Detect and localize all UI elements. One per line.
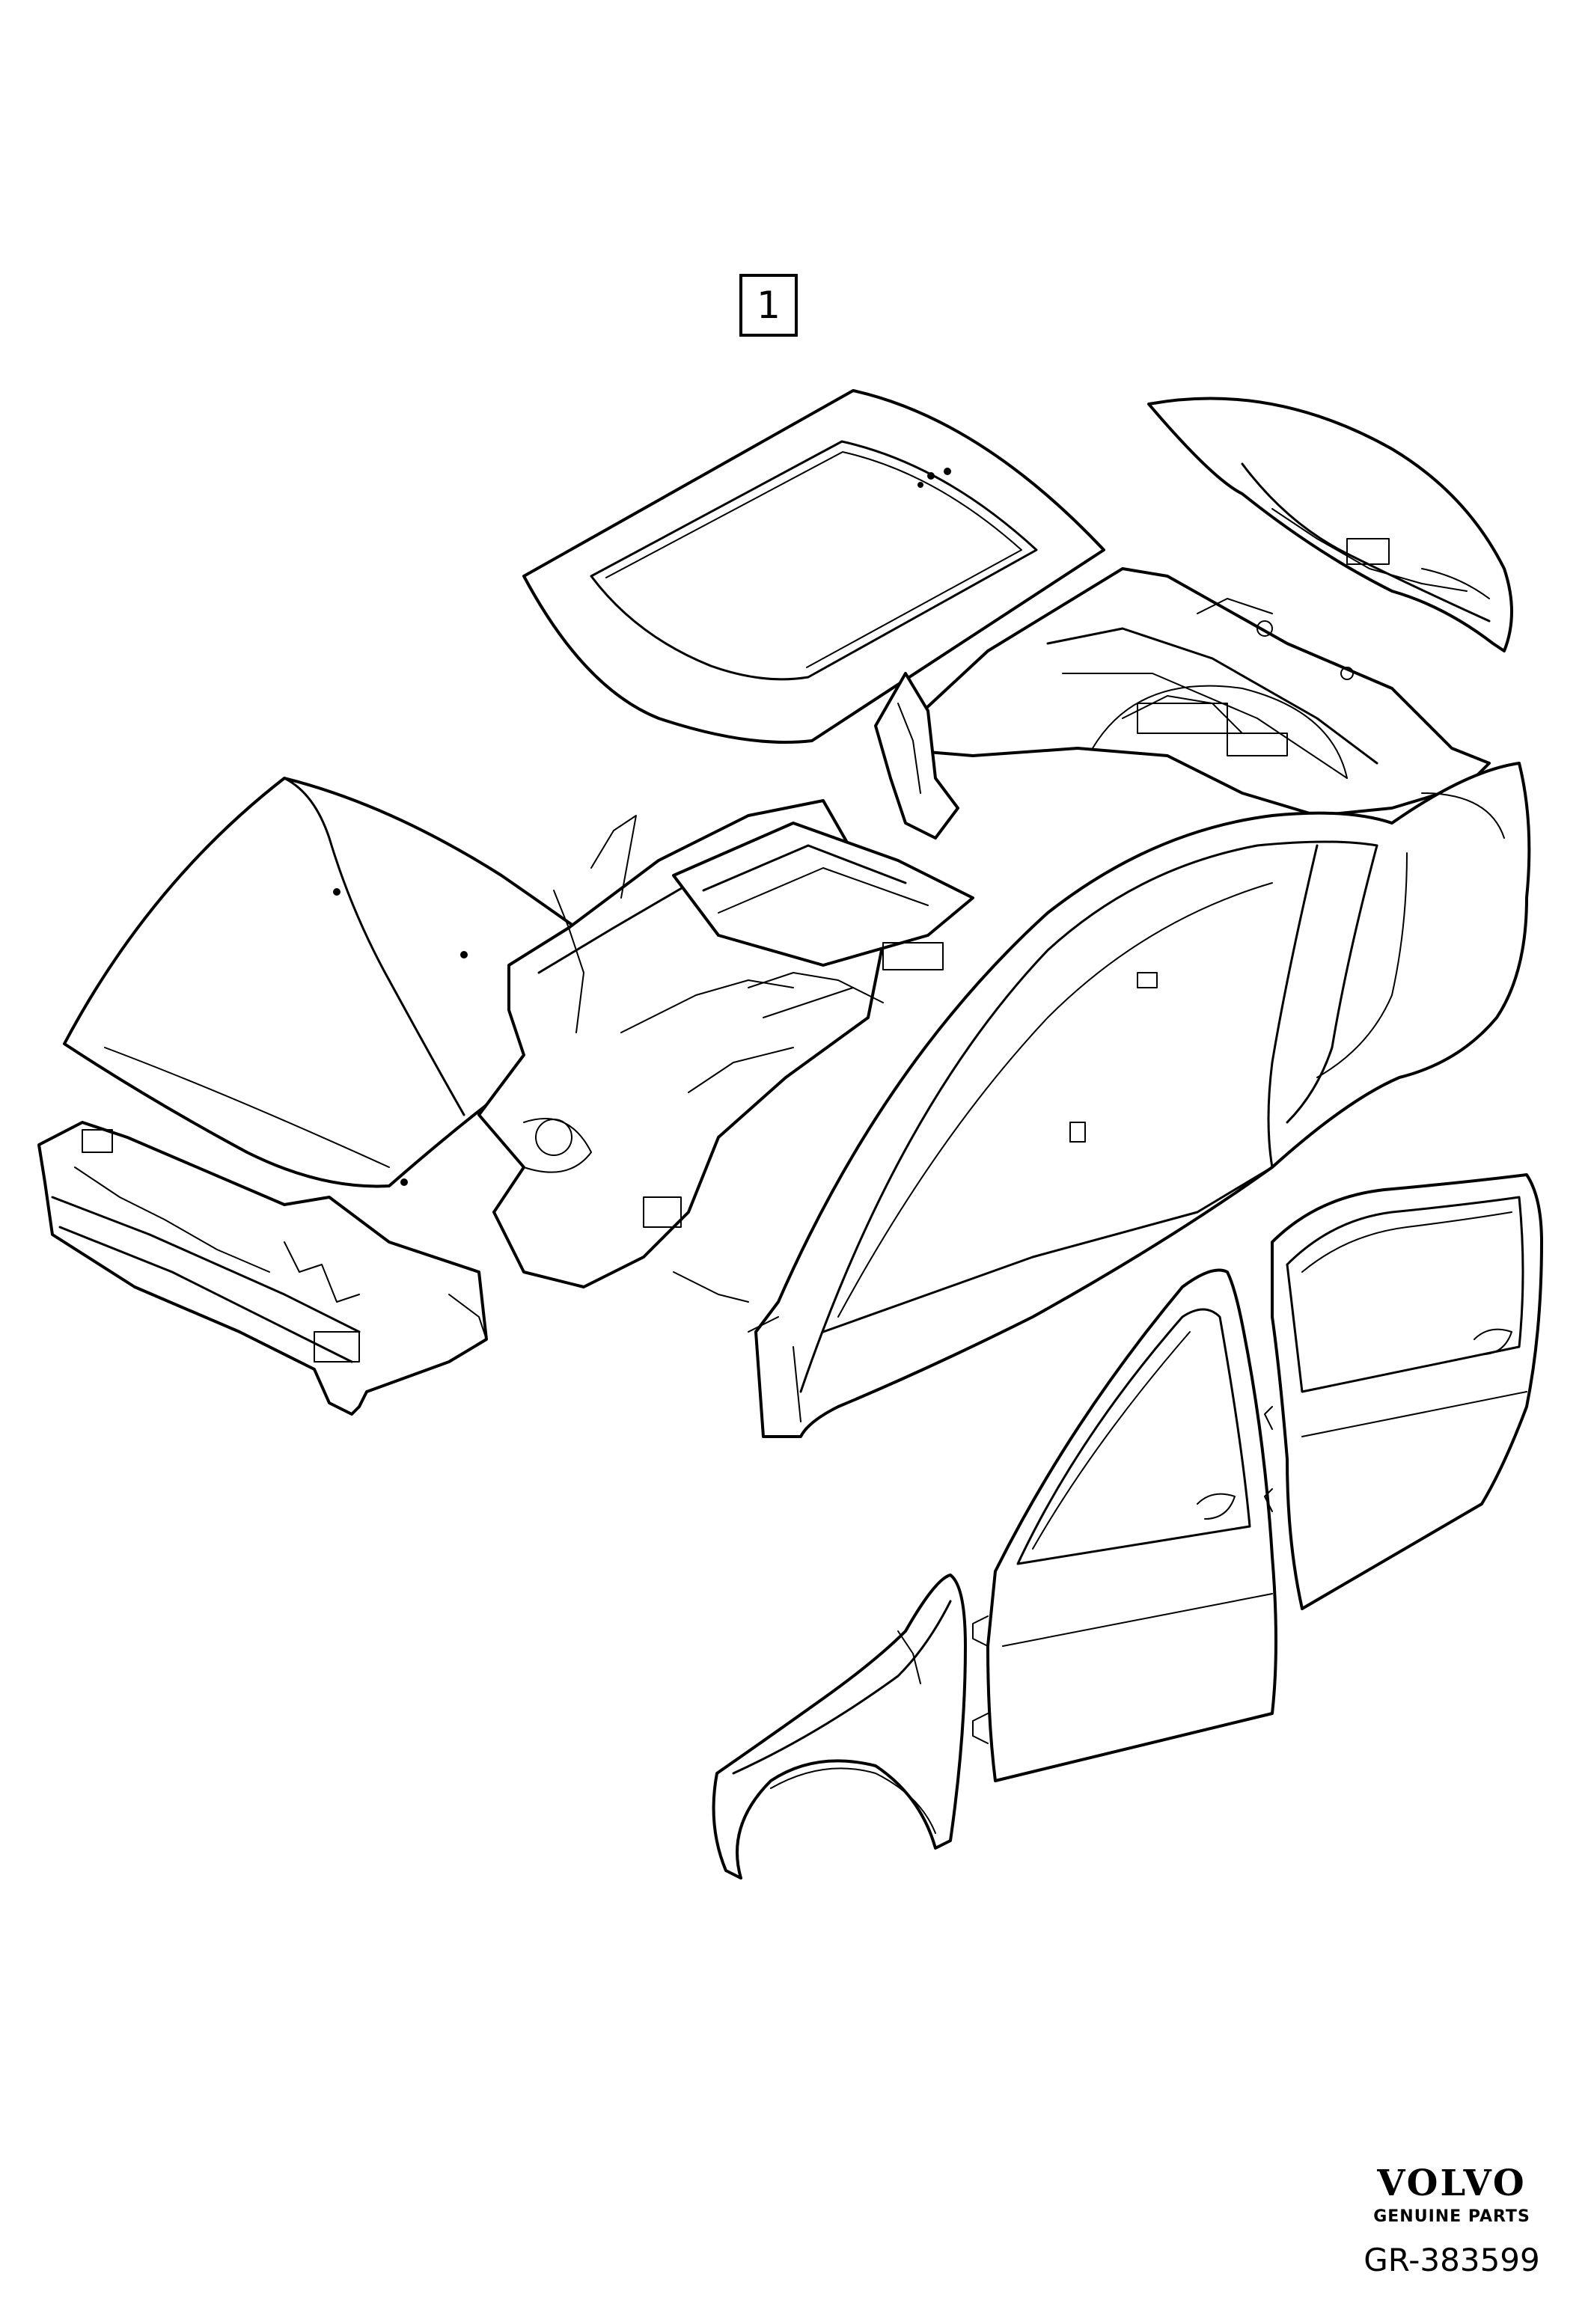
front-fender-icon	[712, 1574, 967, 1880]
reference-code: GR-383599	[1364, 2242, 1540, 2278]
callout-box: 1	[739, 274, 798, 337]
brand-tagline: GENUINE PARTS	[1373, 2207, 1530, 2226]
rear-door-icon	[1264, 1173, 1543, 1610]
brand-logo: VOLVO	[1377, 2162, 1527, 2204]
roof-panel-icon	[522, 389, 1105, 744]
trunk-lid-icon	[1147, 397, 1513, 652]
front-door-icon	[972, 1268, 1277, 1782]
body-shell-icon	[37, 567, 1531, 1438]
